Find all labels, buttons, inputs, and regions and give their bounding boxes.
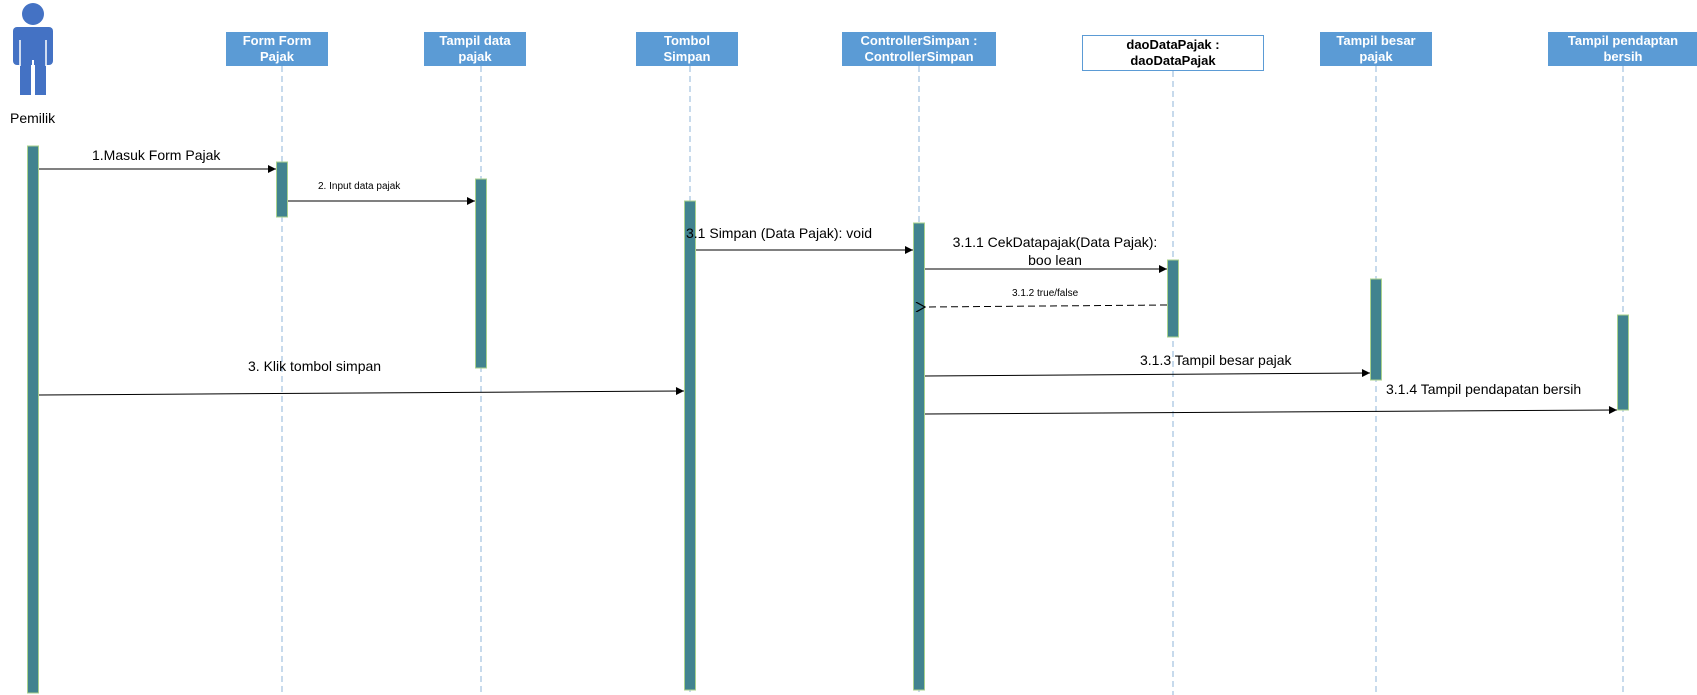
message-arrow-m3 bbox=[38, 387, 685, 396]
actor-left-leg-icon bbox=[20, 60, 31, 95]
activation-form bbox=[276, 161, 288, 218]
actor-head-icon bbox=[22, 3, 44, 25]
message-arrow-m314 bbox=[924, 406, 1618, 415]
activation-bersih bbox=[1617, 314, 1629, 411]
activation-dao bbox=[1167, 259, 1179, 338]
message-label-3-1-3: 3.1.3 Tampil besar pajak bbox=[1140, 352, 1292, 368]
message-label-3-1: 3.1 Simpan (Data Pajak): void bbox=[686, 225, 872, 241]
message-label-3: 3. Klik tombol simpan bbox=[248, 358, 382, 374]
message-label-3-1-4: 3.1.4 Tampil pendapatan bersih bbox=[1386, 381, 1582, 397]
message-label-2: 2. Input data pajak bbox=[318, 181, 401, 192]
message-arrow-m312 bbox=[925, 305, 1168, 307]
lifeline-header-besar: Tampil besar pajak bbox=[1320, 32, 1432, 66]
actor-body-icon bbox=[13, 27, 53, 65]
message-label-3-1-2: 3.1.2 true/false bbox=[1012, 288, 1079, 299]
actor-label: Pemilik bbox=[10, 110, 56, 126]
message-label-3-1-1: 3.1.1 CekDatapajak(Data Pajak): boo lean bbox=[952, 234, 1158, 268]
lifeline-header-dao: daoDataPajak : daoDataPajak bbox=[1082, 35, 1264, 71]
message-label-1: 1.Masuk Form Pajak bbox=[92, 147, 221, 163]
lifeline-header-form: Form Form Pajak bbox=[226, 32, 328, 66]
activation-tampildata bbox=[475, 178, 487, 369]
activation-controller bbox=[913, 222, 925, 691]
lifeline-header-tampil-data: Tampil data pajak bbox=[424, 32, 526, 66]
lifeline-header-controller: ControllerSimpan : ControllerSimpan bbox=[842, 32, 996, 66]
activation-actor bbox=[27, 145, 39, 694]
activation-tombol bbox=[684, 200, 696, 691]
lifeline-header-tombol: Tombol Simpan bbox=[636, 32, 738, 66]
message-arrow-m313 bbox=[924, 369, 1371, 378]
actor-right-leg-icon bbox=[35, 60, 46, 95]
lifeline-header-bersih: Tampil pendaptan bersih bbox=[1548, 32, 1697, 66]
activation-besar bbox=[1370, 278, 1382, 381]
